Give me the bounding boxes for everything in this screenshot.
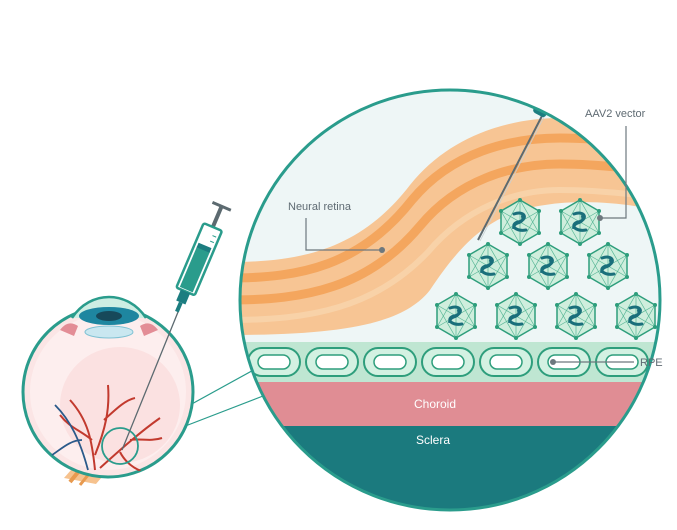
neural-retina-label: Neural retina — [288, 201, 352, 213]
rpe-label: RPE — [640, 357, 663, 369]
aav2-leader-line — [600, 126, 627, 219]
rpe-nuclei — [257, 354, 639, 370]
syringe-icon — [175, 201, 232, 313]
zoom-connector-line — [174, 395, 264, 431]
magnified-retina-view — [238, 88, 662, 512]
choroid-layer — [240, 382, 660, 426]
needle-line — [121, 311, 179, 451]
zoom-target-circle — [101, 427, 139, 465]
neural-retina-leader-line — [305, 218, 382, 251]
eyeball-icon — [21, 295, 195, 486]
aav2-vector-label: AAV2 vector — [585, 108, 646, 120]
sclera-label: Sclera — [416, 433, 450, 447]
choroid-label: Choroid — [414, 397, 456, 411]
